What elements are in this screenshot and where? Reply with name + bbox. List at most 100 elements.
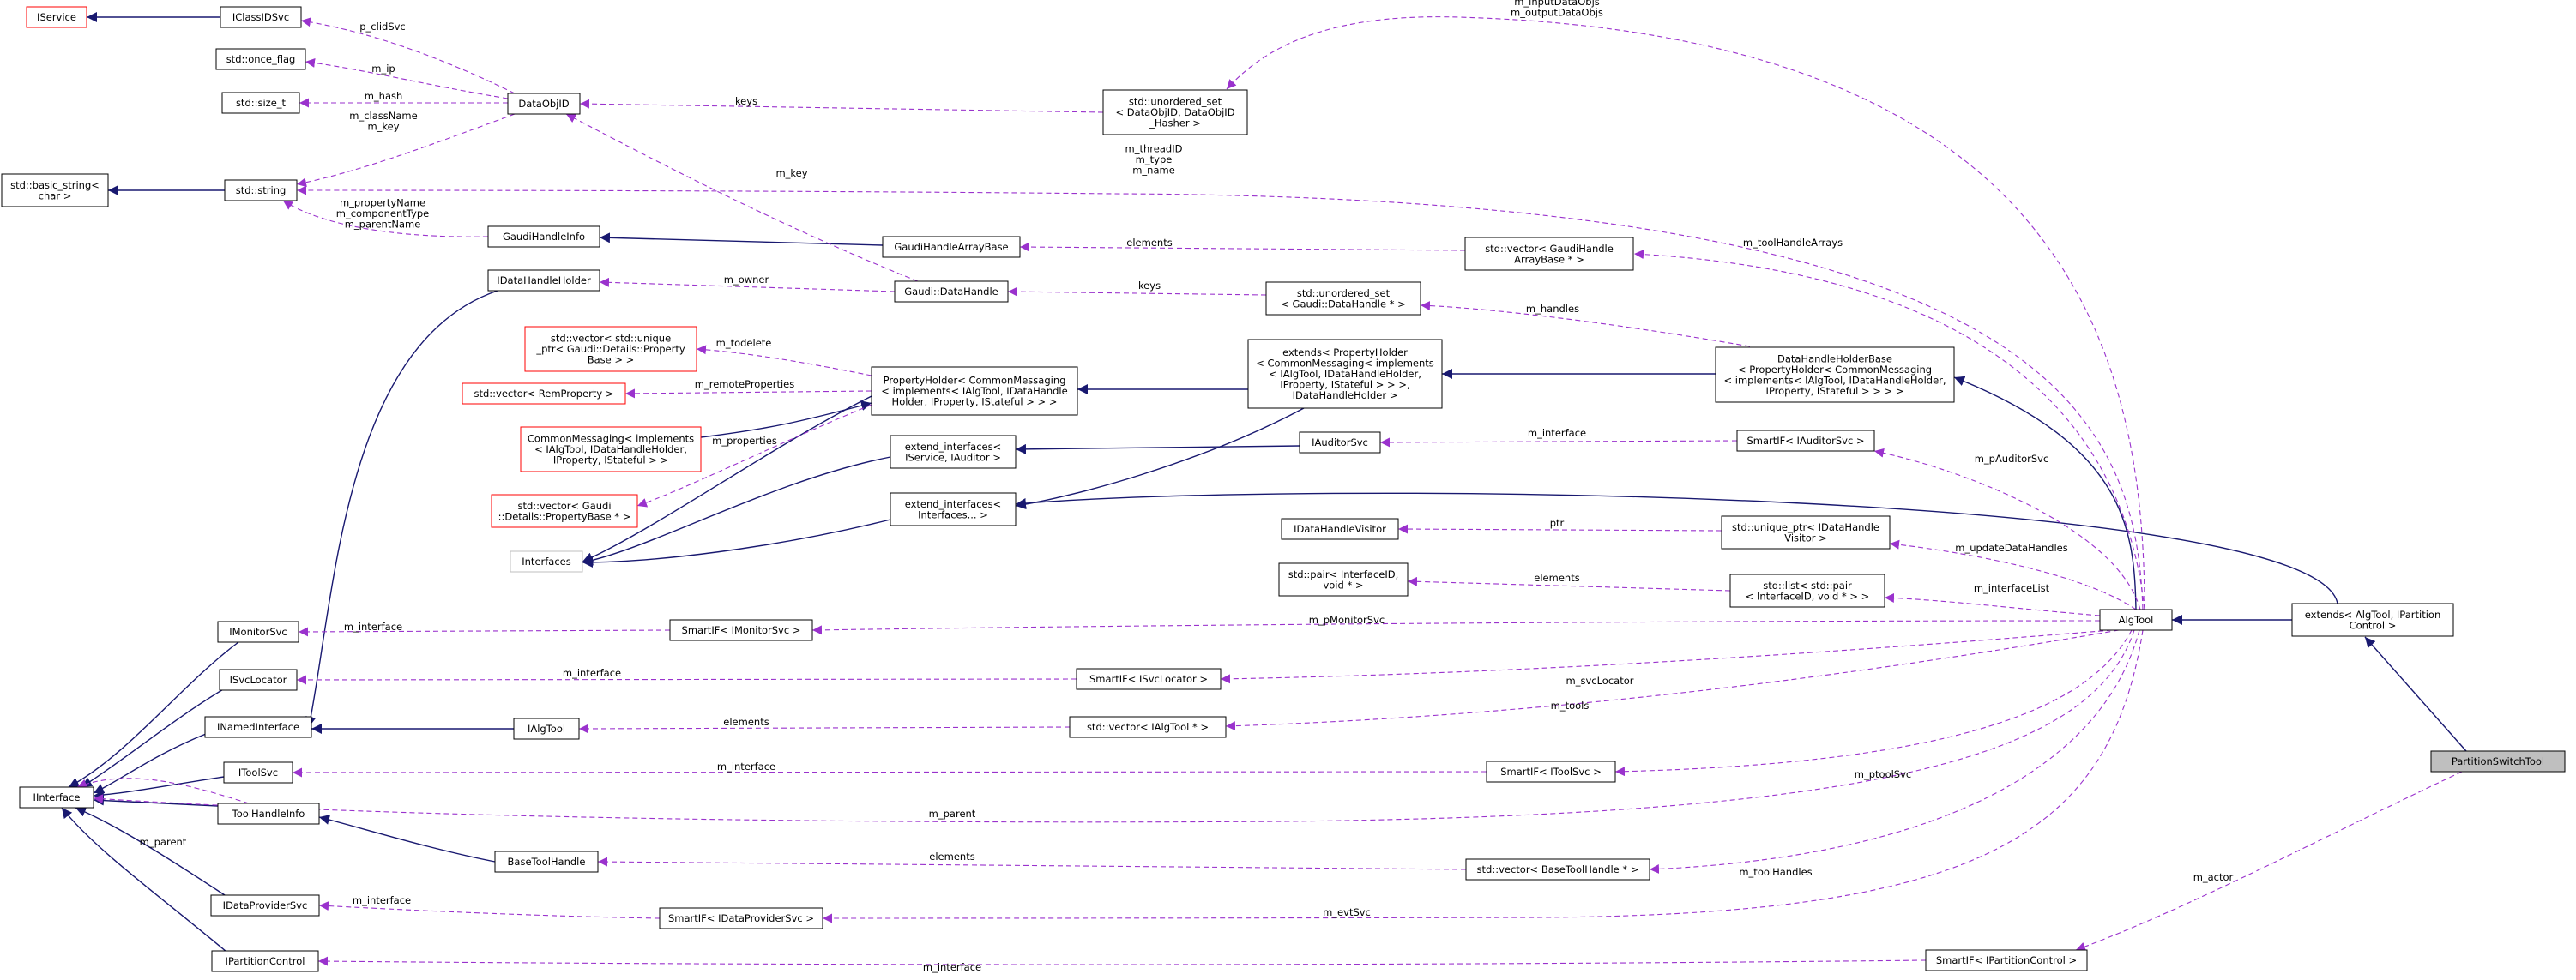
class-node-inamedinterface[interactable]: INamedInterface — [204, 716, 312, 738]
class-node-label-line: AlgTool — [2119, 614, 2154, 626]
class-node-iinterface[interactable]: IInterface — [19, 786, 94, 809]
class-node-idataprovidersvc[interactable]: IDataProviderSvc — [210, 894, 320, 917]
class-node-idatahandlevisitor[interactable]: IDataHandleVisitor — [1281, 518, 1399, 540]
class-node-unordered-set-dataobjid[interactable]: std::unordered_set< DataObjID, DataObjID… — [1102, 89, 1248, 135]
class-node-gaudihandlearraybase[interactable]: GaudiHandleArrayBase — [882, 236, 1021, 258]
class-node-smartif-idataprovidersvc[interactable]: SmartIF< IDataProviderSvc > — [659, 907, 823, 929]
class-node-label: IInterface — [33, 791, 81, 803]
class-node-algtool[interactable]: AlgTool — [2099, 609, 2173, 631]
class-node-interfaces[interactable]: Interfaces — [510, 550, 583, 573]
class-node-label: IToolSvc — [238, 767, 278, 779]
class-node-label-line: std::list< std::pair — [1763, 580, 1852, 592]
class-node-box — [1486, 761, 1616, 783]
edge-label-line: m_evtSvc — [1323, 906, 1371, 918]
class-node-ipartitioncontrol[interactable]: IPartitionControl — [211, 950, 319, 972]
class-node-label-line: extends< PropertyHolder — [1282, 346, 1408, 358]
class-node-box — [217, 621, 299, 643]
class-node-partitionswitchtool[interactable]: PartitionSwitchTool — [2430, 750, 2566, 773]
class-node-iauditorsvc[interactable]: IAuditorSvc — [1299, 431, 1381, 454]
class-node-label: IDataHandleVisitor — [1294, 523, 1386, 535]
class-node-ialgtool[interactable]: IAlgTool — [513, 718, 580, 740]
class-node-extend-interfaces-isvc[interactable]: extend_interfaces<IService, IAuditor > — [890, 435, 1017, 469]
class-node-label-line: < IAlgTool, IDataHandleHolder, — [534, 443, 687, 455]
edge-label-line: m_svcLocator — [1566, 675, 1634, 687]
class-node-gaudi-datahandle[interactable]: Gaudi::DataHandle — [894, 280, 1009, 303]
class-node-idatahandleholder[interactable]: IDataHandleHolder — [487, 269, 600, 292]
class-node-label: std::unordered_set< DataObjID, DataObjID… — [1115, 96, 1234, 129]
inheritance-edge-extend_interfaces_dots-to-interfaces — [582, 519, 891, 568]
class-node-vector-remproperty[interactable]: std::vector< RemProperty > — [462, 382, 626, 405]
class-node-smartif-iauditorsvc[interactable]: SmartIF< IAuditorSvc > — [1736, 430, 1875, 452]
class-node-label-line: SmartIF< IPartitionControl > — [1936, 954, 2077, 966]
class-node-pair-interfaceid[interactable]: std::pair< InterfaceID,void * > — [1278, 562, 1409, 597]
class-node-iservice[interactable]: IService — [26, 6, 87, 28]
class-node-gaudihandleinfo[interactable]: GaudiHandleInfo — [487, 225, 600, 248]
inheritance-edge-gaudihandlearraybase-to-gaudihandleinfo — [599, 232, 884, 246]
edge-label-line: m_propertyName — [340, 197, 425, 209]
edge-label-line: keys — [1138, 280, 1161, 292]
class-node-basic-string[interactable]: std::basic_string<char > — [1, 173, 109, 207]
class-node-box — [2099, 609, 2173, 631]
class-node-toolhandleinfo[interactable]: ToolHandleInfo — [217, 803, 320, 825]
class-node-label: INamedInterface — [217, 721, 299, 733]
class-node-label: std::string — [236, 184, 287, 196]
usage-edge-propertyholder-to-vector_unique_ptr — [696, 345, 872, 376]
usage-edge-smartif_itoolsvc-to-itoolsvc — [292, 767, 1487, 778]
edge-label-m-pAuditorSvc: m_pAuditorSvc — [1975, 453, 2049, 465]
class-node-extend-interfaces-dots[interactable]: extend_interfaces<Interfaces... > — [890, 492, 1017, 526]
class-node-vector-basetoolhandle[interactable]: std::vector< BaseToolHandle * > — [1465, 858, 1650, 881]
edge-label-line: m_threadID — [1125, 143, 1183, 155]
class-node-itoolsvc[interactable]: IToolSvc — [223, 761, 293, 784]
class-node-imonitorsvc[interactable]: IMonitorSvc — [217, 621, 299, 643]
class-node-vector-ialgtool[interactable]: std::vector< IAlgTool * > — [1069, 716, 1227, 738]
class-node-label: IDataHandleHolder — [497, 274, 591, 286]
class-node-basetoolhandle[interactable]: BaseToolHandle — [494, 851, 599, 873]
class-node-label-line: std::unordered_set — [1129, 96, 1222, 108]
class-node-label: PropertyHolder< CommonMessaging< impleme… — [881, 375, 1067, 408]
usage-edge-algtool-to-unique_ptr_visitor — [1889, 539, 2137, 610]
class-node-label-line: CommonMessaging< implements — [528, 433, 694, 445]
inheritance-edge-isvclocator-to-iinterface — [81, 688, 226, 788]
class-node-smartif-ipartitioncontrol[interactable]: SmartIF< IPartitionControl > — [1925, 949, 2088, 971]
usage-edge-propertyholder-to-vector_remproperty — [624, 388, 872, 399]
class-node-isvclocator[interactable]: ISvcLocator — [219, 669, 298, 691]
class-node-iclassidsvc[interactable]: IClassIDSvc — [220, 6, 302, 28]
class-node-label: extends< PropertyHolder< CommonMessaging… — [1256, 346, 1434, 401]
class-node-vector-unique-ptr[interactable]: std::vector< std::unique_ptr< Gaudi::Det… — [524, 326, 697, 372]
class-node-extends-propertyholder[interactable]: extends< PropertyHolder< CommonMessaging… — [1247, 339, 1443, 409]
class-node-label-line: SmartIF< IToolSvc > — [1500, 766, 1602, 778]
class-node-label-line: char > — [39, 189, 72, 201]
class-node-commonmessaging[interactable]: CommonMessaging< implements< IAlgTool, I… — [520, 426, 702, 472]
class-node-box — [223, 761, 293, 784]
class-node-label-line: IProperty, IStateful > > >, — [1280, 379, 1409, 391]
class-node-unordered-set-datahandle[interactable]: std::unordered_set< Gaudi::DataHandle * … — [1265, 281, 1421, 316]
class-node-smartif-itoolsvc[interactable]: SmartIF< IToolSvc > — [1486, 761, 1616, 783]
class-node-size-t[interactable]: std::size_t — [221, 92, 300, 114]
usage-edge-vector_basetoolhandle-to-basetoolhandle — [597, 857, 1467, 870]
class-node-datahandleholderbase[interactable]: DataHandleHolderBase< PropertyHolder< Co… — [1715, 346, 1955, 403]
class-node-once-flag[interactable]: std::once_flag — [215, 48, 306, 70]
class-node-dataobjid[interactable]: DataObjID — [507, 93, 581, 115]
class-node-smartif-imonitorsvc[interactable]: SmartIF< IMonitorSvc > — [669, 619, 813, 641]
class-node-vector-propertybase[interactable]: std::vector< Gaudi::Details::PropertyBas… — [491, 494, 638, 528]
edge-label-m-properties: m_properties — [712, 435, 777, 447]
class-node-box — [487, 225, 600, 248]
class-node-std-string[interactable]: std::string — [224, 179, 298, 201]
class-node-list-pair[interactable]: std::list< std::pair< InterfaceID, void … — [1729, 574, 1885, 608]
class-node-label-line: SmartIF< IMonitorSvc > — [682, 624, 801, 636]
class-node-label-line: ArrayBase * > — [1514, 253, 1584, 265]
class-node-smartif-isvclocator[interactable]: SmartIF< ISvcLocator > — [1076, 668, 1222, 690]
class-node-label-line: PropertyHolder< CommonMessaging — [884, 375, 1066, 387]
usage-edge-partitionswitchtool-to-smartif_ipartitioncontrol — [2075, 771, 2463, 952]
edge-label-m-evtSvc: m_evtSvc — [1323, 906, 1371, 918]
class-node-box — [220, 6, 302, 28]
class-node-propertyholder[interactable]: PropertyHolder< CommonMessaging< impleme… — [871, 366, 1078, 416]
class-node-box — [211, 950, 319, 972]
